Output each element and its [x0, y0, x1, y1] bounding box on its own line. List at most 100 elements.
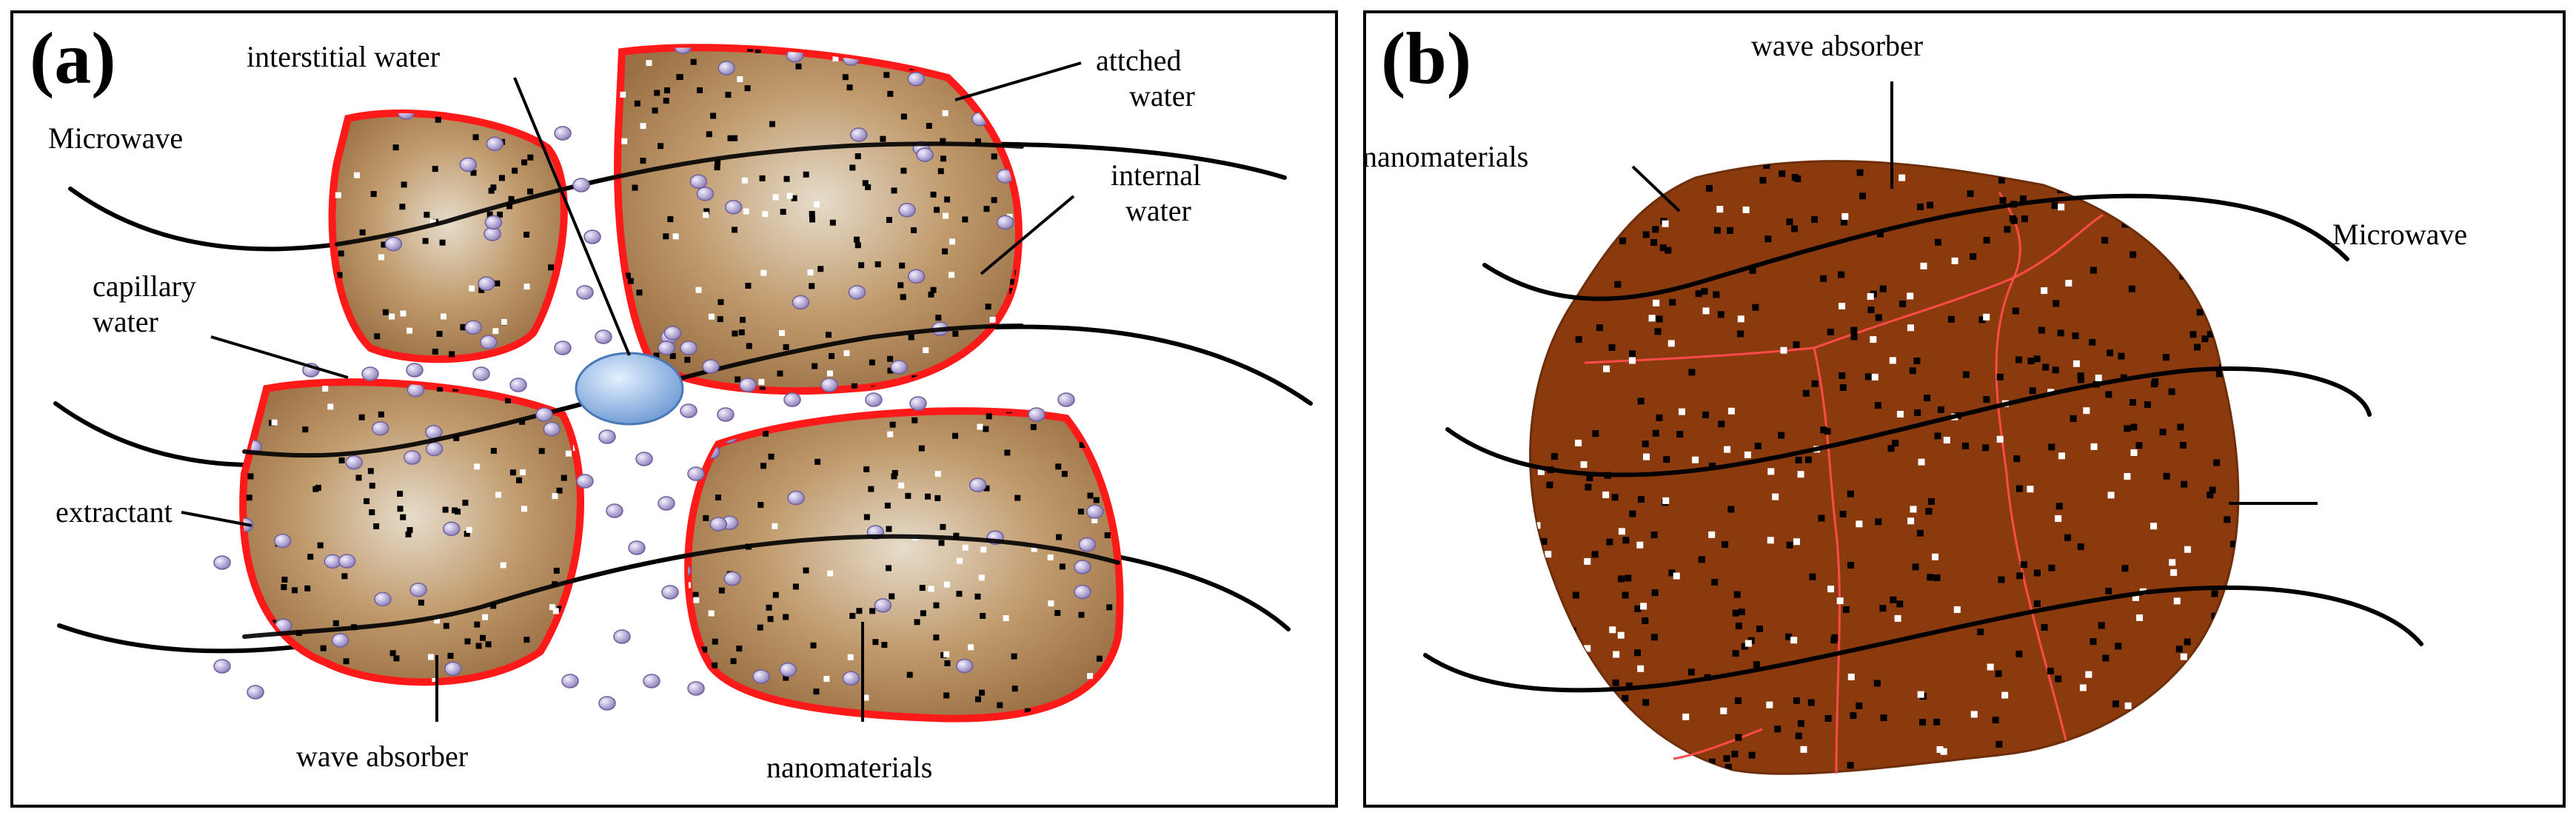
label-nanomaterials-a: nanomaterials [766, 751, 932, 784]
absorber-dot [2170, 569, 2178, 576]
absorber-dot [2124, 702, 2132, 709]
absorber-dot [1983, 313, 1990, 321]
absorber-dot [672, 233, 679, 240]
nanoparticle-dot [367, 468, 374, 475]
nanoparticle-dot [1612, 679, 1619, 686]
nanoparticle-dot [2106, 349, 2113, 357]
nanoparticle-dot [2207, 492, 2214, 499]
nanoparticle-dot [2013, 455, 2021, 463]
absorber-dot [934, 471, 941, 477]
water-bead [598, 429, 616, 444]
absorber-dot [1662, 220, 1669, 227]
water-bead [663, 326, 682, 341]
nanoparticle-dot [2102, 654, 2110, 662]
nanoparticle-dot [1650, 634, 1658, 641]
absorber-dot [2058, 204, 2065, 211]
label-internal-water: internal water [1111, 158, 1208, 227]
nanoparticle-dot [355, 475, 362, 481]
absorber-dot [1708, 531, 1716, 538]
water-bead [890, 360, 908, 375]
water-bead [374, 591, 392, 607]
nanoparticle-dot [557, 606, 563, 612]
nanoparticle-dot [2196, 309, 2204, 316]
nanoparticle-dot [475, 643, 482, 649]
nanoparticle-dot [1754, 442, 1762, 449]
nanoparticle-dot [1741, 643, 1748, 650]
absorber-dot [978, 574, 985, 581]
absorber-dot [1545, 551, 1552, 558]
label-attached-water: attched water [1096, 44, 1195, 113]
nanoparticle-dot [393, 655, 400, 662]
nanoparticle-dot [872, 639, 879, 646]
nanoparticle-dot [1797, 720, 1804, 727]
absorber-dot [1856, 520, 1863, 528]
water-bead [696, 187, 715, 201]
absorber-dot [1003, 615, 1009, 622]
nanoparticle-dot [307, 554, 314, 560]
nanoparticle-dot [291, 587, 298, 594]
absorber-dot [1793, 538, 1800, 546]
nanoparticle-dot [2175, 646, 2183, 653]
nanoparticle-dot [1937, 406, 1944, 413]
absorber-dot [1602, 491, 1610, 498]
nanoparticle-dot [1999, 197, 2007, 204]
absorber-dot [1767, 468, 1775, 475]
absorber-dot [400, 310, 407, 317]
label-attached-water-line-2: water [1129, 79, 1195, 113]
loose-beads [213, 126, 1075, 711]
water-bead [787, 490, 805, 506]
water-bead [1074, 584, 1091, 600]
nanoparticle-dot [1654, 328, 1662, 335]
nanoparticle-dot [2042, 363, 2050, 371]
absorber-dot [977, 423, 983, 430]
absorber-dot [843, 350, 850, 357]
absorber-dot [1643, 453, 1650, 460]
nanoparticle-dot [717, 299, 724, 306]
nanoparticle-dot [1732, 609, 1739, 617]
absorber-dot [1847, 673, 1855, 680]
nanoparticle-dot [1540, 537, 1548, 545]
nanoparticle-dot [509, 469, 516, 476]
nanoparticle-dot [1791, 174, 1799, 181]
water-bead [576, 285, 594, 300]
water-bead [874, 598, 892, 613]
absorber-dot [2027, 486, 2034, 493]
water-bead [688, 563, 692, 579]
nanoparticle-dot [911, 417, 918, 423]
water-bead [213, 659, 231, 674]
nanoparticle-dot [2012, 307, 2019, 315]
nanoparticle-dot [1850, 326, 1858, 334]
nanoparticle-dot [869, 608, 876, 614]
absorber-dot [549, 604, 555, 611]
nanoparticle-dot [1879, 285, 1887, 292]
absorber-dot [407, 327, 413, 334]
nanoparticle-dot [1617, 575, 1625, 583]
absorber-dot [943, 212, 949, 219]
nanoparticle-dot [1592, 430, 1599, 438]
nanoparticle-dot [669, 352, 676, 359]
nanoparticle-dot [944, 660, 951, 666]
nanoparticle-dot [2121, 565, 2129, 572]
nanoparticle-dot [863, 514, 870, 520]
nanoparticle-dot [897, 282, 904, 289]
absorber-dot [1836, 597, 1844, 605]
absorber-dot [1987, 663, 1994, 671]
nanoparticle-dot [1634, 649, 1642, 657]
absorber-dot [688, 582, 692, 589]
water-bead [709, 517, 728, 532]
absorber-dot [482, 614, 489, 620]
absorber-dot [1603, 365, 1610, 372]
water-bead [464, 320, 483, 335]
nanoparticle-dot [442, 506, 449, 513]
label-internal-water-line-2: water [1125, 194, 1191, 227]
nanoparticle-dot [783, 674, 789, 681]
label-microwave-a: Microwave [48, 121, 183, 155]
nanoparticle-dot [2115, 643, 2122, 650]
absorber-dot [693, 597, 700, 603]
nanoparticle-dot [701, 646, 708, 653]
nanoparticle-dot [1614, 281, 1622, 288]
nanoparticle-dot [2029, 387, 2036, 395]
nanoparticle-dot [561, 475, 567, 481]
nanoparticle-dot [634, 100, 640, 107]
absorber-dot [1951, 257, 1958, 264]
